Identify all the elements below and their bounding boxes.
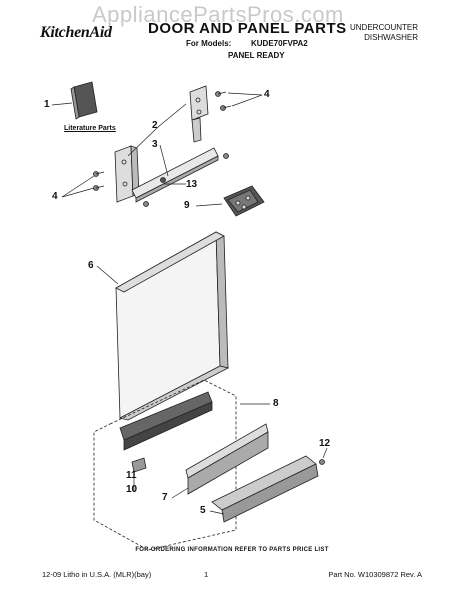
lower-bracket-bar (131, 147, 219, 203)
callout-5: 5 (200, 505, 206, 516)
callout-8: 8 (273, 398, 279, 409)
clip (131, 457, 147, 473)
screws (93, 91, 232, 207)
callout-4-left: 4 (52, 191, 58, 202)
callout-1: 1 (44, 99, 50, 110)
page-title: DOOR AND PANEL PARTS (148, 20, 347, 37)
ordering-note: FOR ORDERING INFORMATION REFER TO PARTS … (135, 547, 329, 553)
callout-11: 11 (126, 470, 137, 481)
brand-logo: KitchenAid (40, 24, 112, 41)
bottom-trim (211, 455, 319, 523)
model-label: For Models: (186, 39, 232, 48)
callout-12: 12 (319, 438, 331, 449)
hardware-bag (223, 185, 265, 217)
callout-13: 13 (186, 179, 198, 190)
right-side-bracket (189, 85, 209, 143)
literature-booklet (51, 81, 98, 120)
callout-6: 6 (88, 260, 94, 271)
toe-panel (185, 423, 269, 495)
callout-2: 2 (152, 120, 158, 131)
category-line-1: UNDERCOUNTER (350, 23, 418, 32)
variant-label: PANEL READY (228, 51, 285, 60)
left-side-bracket (114, 145, 140, 203)
callout-7: 7 (162, 492, 168, 503)
callout-9: 9 (184, 200, 190, 211)
watermark: AppliancePartsPros.com (92, 2, 344, 27)
callout-4-right: 4 (264, 89, 270, 100)
screw-12 (319, 459, 325, 465)
litho-info: 12-09 Litho in U.S.A. (MLR)(bay) (42, 570, 152, 579)
model-number: KUDE70FVPA2 (251, 39, 308, 48)
page-number: 1 (204, 570, 209, 579)
foam-block (119, 391, 213, 451)
part-number: Part No. W10309872 Rev. A (328, 570, 422, 579)
callout-10: 10 (126, 484, 138, 495)
callout-leaders (61, 92, 328, 515)
category-line-2: DISHWASHER (364, 33, 418, 42)
appliance-category: UNDERCOUNTER DISHWASHER (350, 23, 418, 43)
door-panel (115, 231, 230, 421)
literature-label: Literature Parts (64, 125, 116, 132)
callout-3: 3 (152, 139, 158, 150)
